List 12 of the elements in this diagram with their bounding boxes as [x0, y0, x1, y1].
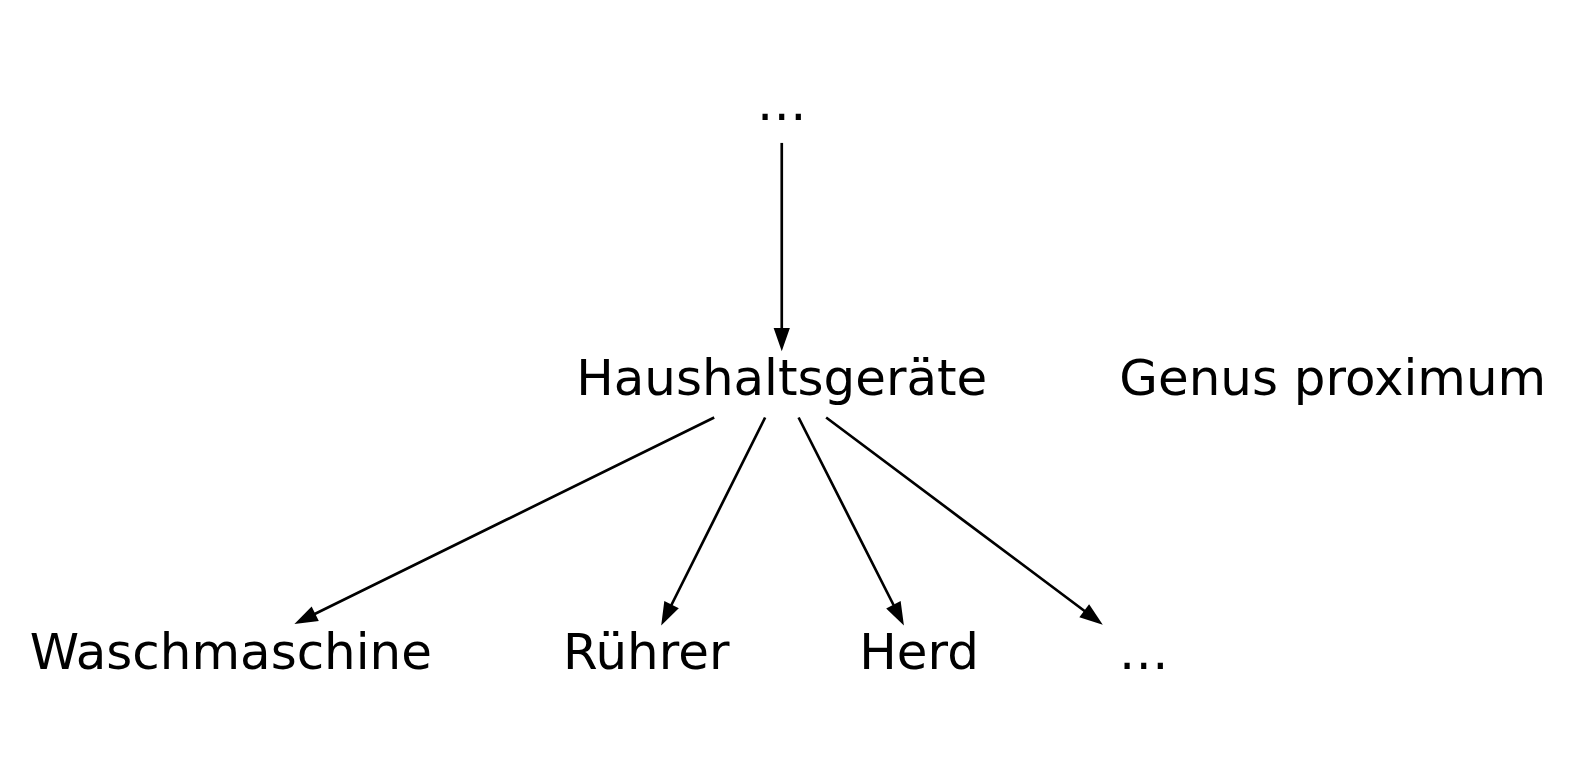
- node-text: Herd: [859, 622, 979, 681]
- node-text: Rührer: [563, 622, 730, 681]
- label: Genus proximum: [1119, 348, 1547, 407]
- node-text: Haushaltsgeräte: [576, 348, 988, 407]
- arrow: [773, 142, 790, 351]
- node-text: …: [756, 73, 807, 132]
- arrow: [294, 415, 715, 624]
- arrow: [825, 415, 1103, 625]
- arrow: [661, 416, 767, 625]
- node-text: …: [1118, 622, 1169, 681]
- node-text: Waschmaschine: [29, 622, 432, 681]
- arrow: [797, 416, 904, 625]
